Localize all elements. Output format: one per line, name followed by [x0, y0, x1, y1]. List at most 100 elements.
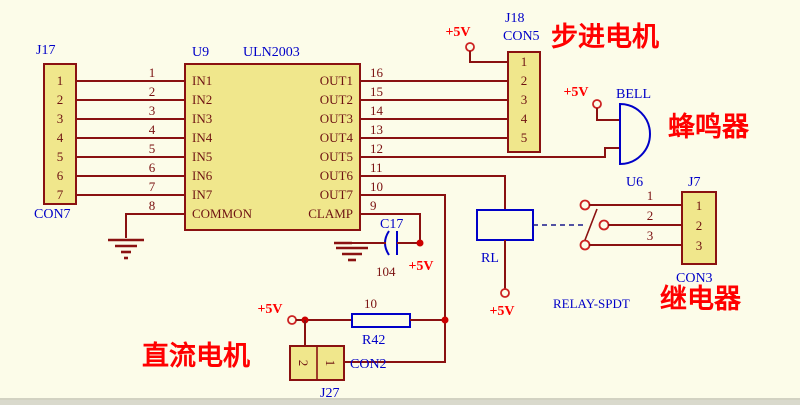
j7-type: CON3	[676, 271, 713, 286]
j17-pin: 6	[57, 168, 64, 183]
wire-out6	[360, 175, 506, 210]
u9-pin-name: IN7	[192, 187, 213, 202]
buzzer-symbol-icon[interactable]	[619, 102, 651, 166]
pin-number: 8	[149, 198, 156, 213]
j7-pin: 3	[696, 238, 703, 253]
j17-body[interactable]	[43, 63, 77, 205]
u9-pin-name: IN5	[192, 149, 212, 164]
j18-pin: 1	[521, 54, 528, 69]
connector-j17[interactable]: J17 1 2 3 4 5 6 7 CON7	[34, 43, 77, 222]
junction-dot	[416, 239, 424, 247]
v5-label: +5V	[257, 302, 282, 317]
resistor-body[interactable]	[351, 313, 411, 328]
u9-ref: U9	[192, 45, 209, 60]
u9-pin-name: IN1	[192, 73, 212, 88]
j27-pin: 1	[323, 360, 338, 367]
relay-spdt-switch[interactable]: 1 2 3 RELAY-SPDT	[533, 188, 682, 311]
pin-number: 5	[149, 141, 156, 156]
relay-part-label: RELAY-SPDT	[553, 296, 630, 311]
power-port-j18: +5V	[445, 25, 508, 63]
u9-pin-name: COMMON	[192, 206, 253, 221]
j18-type: CON5	[503, 29, 540, 44]
r42-ref: R42	[362, 333, 385, 348]
relay-arm	[584, 208, 598, 241]
j17-pin: 5	[57, 149, 64, 164]
pin-number: 1	[149, 65, 156, 80]
connector-j27[interactable]: 2 1 CON2 J27	[289, 320, 387, 401]
j17-ref: J17	[36, 43, 55, 58]
j27-ref: J27	[320, 386, 339, 401]
relay-contact-icon	[579, 239, 591, 251]
j7-pin: 2	[696, 218, 703, 233]
v5-label: +5V	[489, 304, 514, 319]
u9-pin-name: IN4	[192, 130, 213, 145]
wire-clamp	[360, 213, 421, 243]
wire-number: 1	[647, 188, 654, 203]
wire-number: 3	[647, 228, 654, 243]
output-wires: 16 15 14 13 12 11 10 9	[344, 65, 620, 363]
v5-label: +5V	[408, 259, 433, 274]
power-terminal-icon	[500, 288, 510, 298]
pin-number: 9	[370, 198, 377, 213]
j17-pin: 1	[57, 73, 64, 88]
pin-number: 3	[149, 103, 156, 118]
j17-type: CON7	[34, 207, 71, 222]
u9-pin-name: IN6	[192, 168, 213, 183]
pin-number: 4	[149, 122, 156, 137]
resistor-r42[interactable]: +5V 10 R42	[257, 296, 449, 348]
rl-ref: RL	[481, 251, 499, 266]
pin-number: 10	[370, 179, 383, 194]
u9-pin-name: OUT5	[320, 149, 353, 164]
j17-pin: 3	[57, 111, 64, 126]
pin-number: 6	[149, 160, 156, 175]
pin-number: 11	[370, 160, 383, 175]
u9-pin-name: IN3	[192, 111, 212, 126]
relay-coil-body[interactable]	[476, 209, 534, 241]
power-terminal-icon	[592, 99, 602, 109]
relay-coil-rl[interactable]: RL +5V	[476, 209, 534, 319]
pin-number: 2	[149, 84, 156, 99]
u9-pin-name: OUT4	[320, 130, 354, 145]
ic-u9-uln2003[interactable]: U9 ULN2003 IN1 IN2 IN3 IN4 IN5 IN6 IN7 C…	[184, 45, 361, 231]
input-wires: 1 2 3 4 5 6 7 8	[76, 65, 185, 260]
label-dc-motor: 直流电机	[142, 341, 250, 372]
connector-j7[interactable]: J7 1 2 3 CON3	[676, 175, 717, 286]
relay-contact-icon	[579, 199, 591, 211]
sheet-margin	[0, 400, 800, 405]
pin-number: 15	[370, 84, 383, 99]
j27-pin: 2	[296, 360, 311, 367]
u9-pin-name: OUT2	[320, 92, 353, 107]
j18-pin: 2	[521, 73, 528, 88]
u9-pin-name: IN2	[192, 92, 212, 107]
connector-j18[interactable]: J18 CON5 1 2 3 4 5	[503, 11, 541, 153]
v5-label: +5V	[445, 25, 470, 40]
wire	[596, 108, 620, 121]
pin-number: 14	[370, 103, 384, 118]
label-stepper-motor: 步进电机	[551, 22, 659, 53]
j7-body[interactable]	[681, 191, 717, 265]
power-terminal-icon	[465, 42, 475, 52]
j7-ref: J7	[688, 175, 700, 190]
u9-pin-name: CLAMP	[308, 206, 353, 221]
u9-pin-name: OUT1	[320, 73, 353, 88]
j17-pin: 7	[57, 187, 64, 202]
j17-pin: 2	[57, 92, 64, 107]
relay-contact-icon	[598, 219, 610, 231]
wire-common	[125, 213, 185, 238]
wire-number: 2	[647, 208, 654, 223]
label-relay: 继电器	[660, 283, 742, 315]
j7-pin: 1	[696, 198, 703, 213]
junction-dot	[441, 316, 449, 324]
v5-label: +5V	[563, 85, 588, 100]
u9-pin-name: OUT7	[320, 187, 354, 202]
capacitor-c17[interactable]: C17 104 +5V	[334, 217, 434, 279]
j18-body[interactable]	[507, 51, 541, 153]
pin-number: 12	[370, 141, 383, 156]
u9-body[interactable]	[184, 63, 361, 231]
pin-number: 16	[370, 65, 384, 80]
wire	[469, 51, 508, 63]
buzzer-u6[interactable]: +5V BELL U6	[563, 85, 651, 190]
c17-ref: C17	[380, 217, 403, 232]
wire-out7	[344, 194, 446, 363]
